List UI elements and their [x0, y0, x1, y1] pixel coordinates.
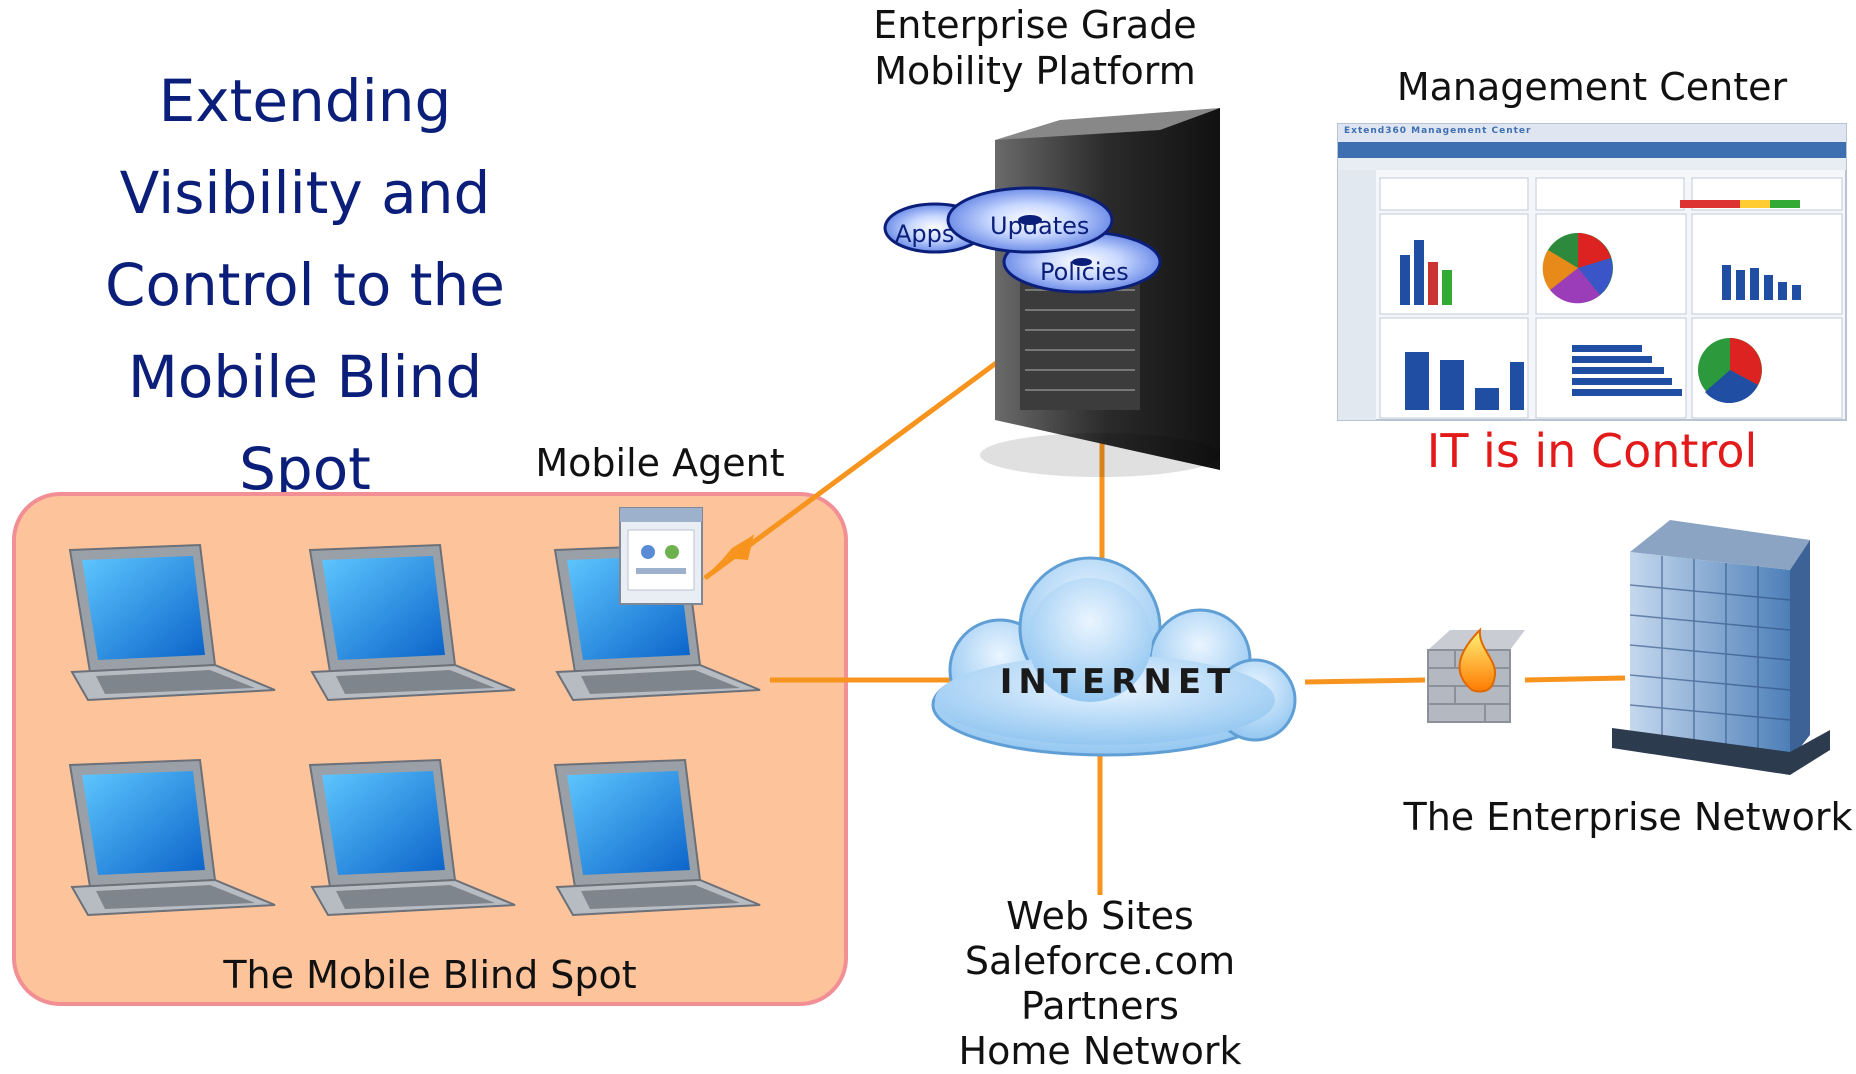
destination-partners: Partners — [1021, 984, 1179, 1028]
destination-web-sites: Web Sites — [1006, 894, 1194, 938]
it-in-control-label: IT is in Control — [1426, 424, 1758, 478]
diagram-title: Extending Visibility and Control to the … — [105, 67, 505, 503]
dashboard-pie-1 — [1542, 233, 1613, 304]
laptop-icon — [68, 543, 276, 702]
destination-home-network: Home Network — [958, 1029, 1242, 1073]
mobile-agent-label: Mobile Agent — [535, 441, 785, 485]
enterprise-network-label: The Enterprise Network — [1403, 795, 1853, 839]
internet-label: INTERNET — [999, 662, 1237, 702]
mobile-agent-window — [619, 507, 703, 605]
server-agent-link — [703, 335, 1032, 581]
management-center-label: Management Center — [1396, 65, 1788, 109]
dashboard-pie-2 — [1698, 338, 1762, 404]
laptop-icon — [553, 758, 761, 917]
firewall-icon — [1427, 627, 1525, 723]
internet-cloud — [931, 556, 1297, 757]
enterprise-building-icon — [1612, 520, 1830, 775]
firewall-enterprise-link — [1524, 675, 1626, 683]
disc-updates — [946, 186, 1114, 254]
laptop-icon — [308, 543, 516, 702]
laptops — [68, 543, 761, 917]
management-dashboard — [1337, 123, 1847, 421]
disc-updates-label: Updates — [990, 212, 1090, 240]
laptop-icon — [68, 758, 276, 917]
internet-firewall-link — [1304, 677, 1426, 685]
server-label: Enterprise Grade Mobility Platform — [873, 3, 1197, 93]
disc-apps-label: Apps — [895, 220, 955, 248]
blind-spot-label: The Mobile Blind Spot — [223, 953, 637, 997]
laptop-icon — [308, 758, 516, 917]
disc-policies-label: Policies — [1040, 258, 1129, 286]
destination-salesforce: Saleforce.com — [964, 939, 1236, 983]
destinations-list: Web Sites Saleforce.com Partners Home Ne… — [920, 894, 1280, 1074]
dashboard-header: Extend360 Management Center — [1344, 126, 1532, 136]
